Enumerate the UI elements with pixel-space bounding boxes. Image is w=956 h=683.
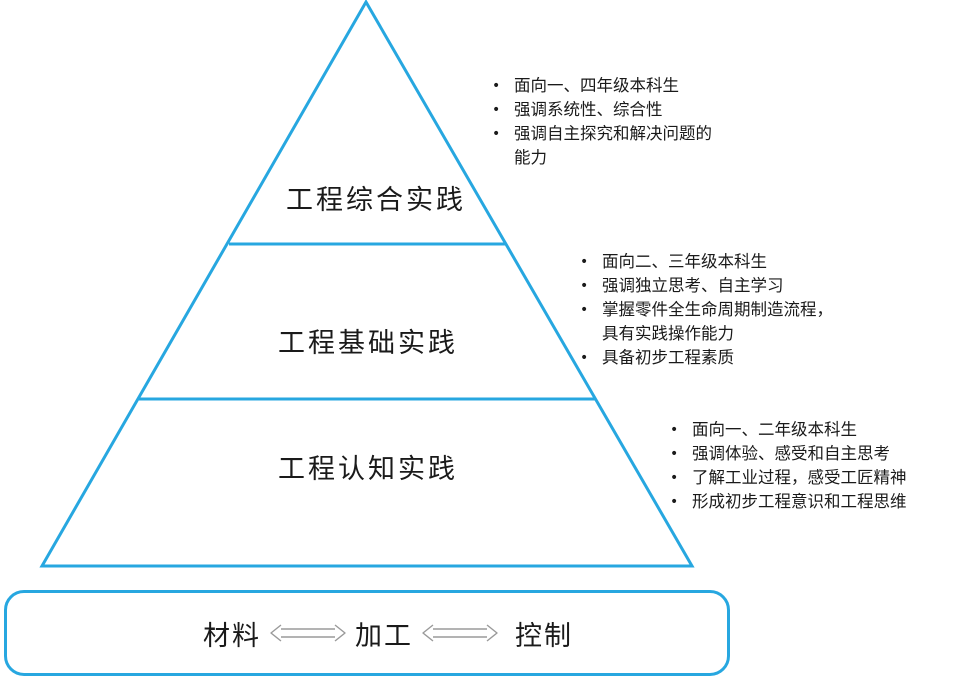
bullet-list-cognitive: 面向一、二年级本科生 强调体验、感受和自主思考 了解工业过程，感受工匠精神 形成…	[666, 418, 956, 514]
double-arrow-icon	[270, 624, 346, 642]
tier-label-integrated: 工程综合实践	[286, 185, 466, 216]
bullet-item: 具备初步工程素质	[576, 346, 906, 370]
bullet-item: 面向一、二年级本科生	[666, 418, 956, 442]
double-arrow-icon	[422, 624, 498, 642]
bullet-item: 面向二、三年级本科生	[576, 250, 906, 274]
bullet-item: 面向一、四年级本科生	[488, 74, 788, 98]
foundation-item-control: 控制	[515, 620, 573, 652]
foundation-item-material: 材料	[203, 620, 261, 652]
tier-label-cognitive: 工程认知实践	[278, 454, 458, 485]
bullet-item: 强调独立思考、自主学习	[576, 274, 906, 298]
pyramid-outline	[39, 0, 695, 568]
bullet-list-fundamental: 面向二、三年级本科生 强调独立思考、自主学习 掌握零件全生命周期制造流程， 具有…	[576, 250, 906, 370]
bullet-item: 掌握零件全生命周期制造流程， 具有实践操作能力	[576, 298, 906, 346]
foundation-box: 材料 加工 控制	[4, 590, 730, 676]
bullet-item: 强调系统性、综合性	[488, 98, 788, 122]
foundation-item-processing: 加工	[355, 620, 413, 652]
bullet-list-integrated: 面向一、四年级本科生 强调系统性、综合性 强调自主探究和解决问题的 能力	[488, 74, 788, 170]
bullet-item: 了解工业过程，感受工匠精神	[666, 466, 956, 490]
bullet-item: 强调体验、感受和自主思考	[666, 442, 956, 466]
tier-label-fundamental: 工程基础实践	[278, 328, 458, 359]
bullet-item: 强调自主探究和解决问题的 能力	[488, 122, 788, 170]
foundation-row: 材料 加工 控制	[203, 611, 573, 655]
bullet-item: 形成初步工程意识和工程思维	[666, 490, 956, 514]
